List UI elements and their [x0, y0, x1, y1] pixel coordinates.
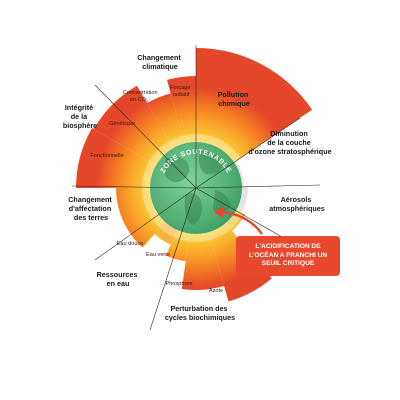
label-water: Ressources en eau — [97, 270, 140, 288]
label-climate: Changement climatique — [137, 53, 183, 71]
segment-label-phosphorus: Phosphore — [165, 281, 192, 287]
label-aerosols: Aérosols atmosphériques — [269, 195, 325, 213]
segment-label-genetic: Génétique — [109, 121, 135, 127]
segment-functional-integrity — [76, 128, 157, 188]
segment-label-co2: Concentration en CO2 — [123, 90, 159, 104]
segment-label-freshwater: Eau douce — [117, 241, 144, 247]
label-ozone: Diminution de la couche d'ozone stratosp… — [248, 129, 331, 156]
segment-label-green-water: Eau verte — [146, 252, 170, 258]
label-chemical-pollution: Pollution chimique — [218, 90, 251, 108]
segment-phosphorus — [181, 232, 225, 291]
segment-aerosols — [236, 186, 249, 213]
boundary-segments — [76, 48, 313, 302]
segment-green-water — [165, 230, 190, 262]
segment-label-nitrogen: Azote — [209, 288, 223, 294]
ocean-acidification-callout: L'ACIDIFICATION DE L'OCÉAN A FRANCHI UN … — [236, 236, 340, 276]
segment-co2 — [147, 93, 185, 149]
segment-radiative-forcing — [167, 76, 196, 144]
segment-genetic-diversity — [93, 85, 173, 165]
segment-freshwater — [154, 222, 178, 245]
label-biosphere: Intégrité de la biosphère — [63, 103, 97, 130]
segment-chemical-pollution — [196, 48, 313, 163]
segment-ocean-acidification — [225, 209, 246, 231]
segment-land-use — [116, 188, 166, 248]
segment-ozone — [234, 161, 244, 187]
label-biochemical: Perturbation des cycles biochimiques — [165, 304, 235, 322]
segment-label-radiative-forcing: Forçage radiatif — [170, 85, 192, 98]
label-land-use: Changement d'affectation des terres — [68, 195, 114, 222]
segment-label-functional: Fonctionnelle — [90, 153, 123, 159]
callout-arrow-head — [214, 206, 224, 218]
